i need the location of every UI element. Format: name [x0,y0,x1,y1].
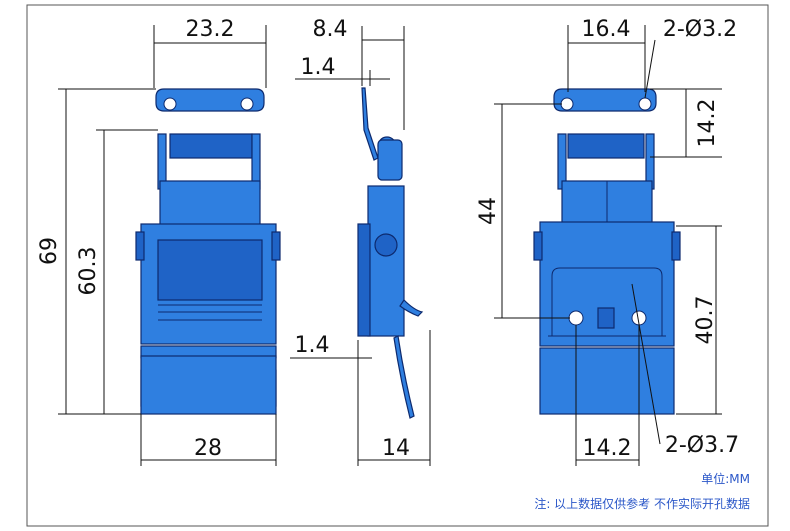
side-bolt [374,233,398,257]
rear-side-hinge-left [533,231,543,261]
dim-front-height-total: 69 [37,237,62,265]
dim-rear-height-bottom: 40.7 [693,296,718,345]
front-top-hole-left [163,97,177,111]
rear-top-hole-right [638,97,652,111]
front-side-hinge-left [135,231,145,261]
side-back-plate [357,223,371,337]
rear-hinge-bar [567,133,645,159]
front-top-tab [155,88,265,112]
rear-center-slot [597,307,615,329]
front-view [135,88,281,415]
side-view [357,87,424,419]
dim-rear-height-top: 14.2 [695,99,720,148]
dim-rear-hole-label-top: 2-Ø3.2 [663,17,737,42]
disclaimer-note: 注: 以上数据仅供参考 不作实际开孔数据 [534,496,750,511]
dim-front-width-bottom: 28 [194,436,222,461]
drawing-border [26,4,769,527]
dim-rear-height-mid: 44 [476,197,501,225]
dim-rear-hole-spacing-top: 16.4 [582,17,631,42]
rear-base-plate [539,347,675,415]
dim-side-width-bottom: 14 [382,436,410,461]
side-dimensions: 8.4 1.4 1.4 14 [290,17,431,466]
front-dimensions: 23.2 69 60.3 28 [37,17,277,466]
front-plate-inner [157,239,263,301]
rear-top-hole-left [560,97,574,111]
dim-rear-hole-label-bottom: 2-Ø3.7 [665,433,739,458]
rear-side-hinge-right [671,231,681,261]
side-body [367,185,405,337]
dim-front-width-top: 23.2 [186,17,235,42]
dim-rear-hole-spacing-bottom: 14.2 [583,436,632,461]
unit-note: 单位:MM [701,471,750,486]
dim-front-height-body: 60.3 [76,247,101,296]
side-arm [377,139,403,181]
front-hinge-bar [169,133,253,159]
front-top-hole-right [240,97,254,111]
front-base-plate [140,355,277,415]
rear-top-tab [553,88,657,112]
dim-side-thickness-bottom: 1.4 [295,333,330,358]
dim-side-thickness-top: 1.4 [301,55,336,80]
side-top-lever [361,87,379,161]
dim-side-top-width: 8.4 [313,17,348,42]
rear-bottom-hole-left [568,310,584,326]
rear-dimensions: 16.4 2-Ø3.2 14.2 44 40.7 14.2 2-Ø3.7 [476,17,739,466]
front-side-hinge-right [271,231,281,261]
rear-view [533,88,681,415]
side-hook [399,299,424,317]
side-bottom-tail [393,335,415,419]
front-body-upper [159,180,261,232]
